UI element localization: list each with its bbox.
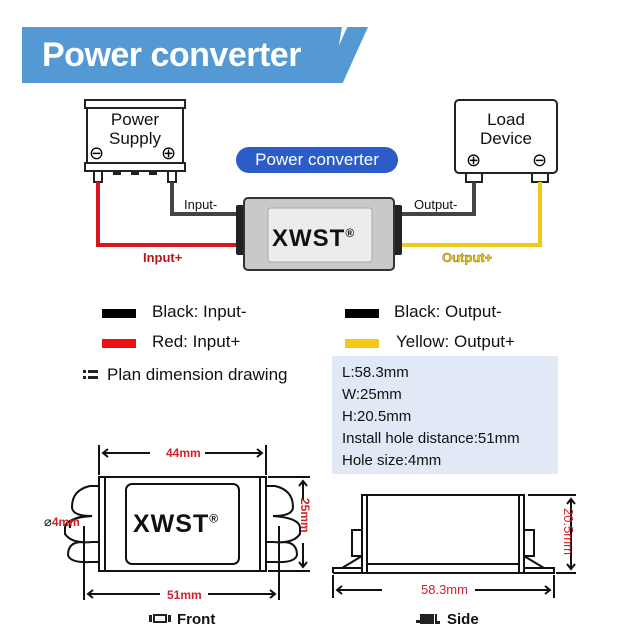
front-caption: Front	[177, 611, 216, 628]
power-supply-positive-icon: ⊕	[161, 143, 177, 163]
spec-hole-size: Hole size:4mm	[342, 452, 442, 469]
side-view-icon	[416, 614, 440, 624]
front-brand-text: XWST	[133, 510, 210, 538]
legend-swatch-yellow-output	[345, 339, 379, 348]
spec-install-hole-distance: Install hole distance:51mm	[342, 430, 520, 447]
input-plus-wire	[96, 182, 240, 247]
input-plus-label: Input+	[143, 250, 183, 265]
side-length-label: 58.3mm	[421, 582, 468, 597]
converter-brand-text: XWST	[272, 225, 346, 252]
output-plus-label: Output+	[442, 250, 493, 265]
side-caption: Side	[447, 611, 479, 628]
spec-length: L:58.3mm	[342, 364, 409, 381]
power-supply-label-line2: Supply	[109, 129, 161, 148]
power-supply-label: Power Supply	[87, 110, 183, 148]
front-width-top-label: 44mm	[166, 446, 201, 460]
legend-red-input: Red: Input+	[152, 332, 241, 351]
hole-diameter-label: ⌀4mm	[44, 514, 80, 530]
load-device-label: Load Device	[455, 110, 557, 148]
converter-brand: XWST®	[272, 225, 355, 253]
front-registered-mark: ®	[209, 511, 220, 526]
legend-swatch-black-output	[345, 309, 379, 318]
load-device-box	[454, 99, 558, 183]
plan-icon	[83, 369, 99, 381]
output-minus-wire	[402, 182, 476, 216]
converter-module	[236, 197, 402, 271]
power-supply-box	[84, 99, 186, 183]
output-plus-wire	[402, 182, 542, 247]
registered-mark: ®	[345, 226, 356, 240]
input-minus-label: Input-	[184, 197, 218, 212]
front-width-bottom-label: 51mm	[167, 588, 202, 602]
front-brand: XWST®	[133, 510, 219, 539]
spec-width: W:25mm	[342, 386, 402, 403]
load-device-label-line1: Load	[487, 110, 525, 129]
spec-height: H:20.5mm	[342, 408, 412, 425]
load-device-negative-icon: ⊖	[532, 150, 548, 170]
wiring-diagram	[84, 99, 558, 271]
power-supply-negative-icon: ⊖	[89, 143, 105, 163]
spec-box	[332, 356, 558, 474]
legend-black-output: Black: Output-	[394, 302, 502, 321]
legend-swatch-black-input	[102, 309, 136, 318]
output-minus-label: Output-	[414, 197, 458, 212]
load-device-label-line2: Device	[480, 129, 532, 148]
banner-title: Power converter	[42, 36, 301, 74]
power-converter-pill: Power converter	[236, 147, 398, 173]
side-view-drawing	[332, 494, 576, 598]
title-banner	[22, 27, 342, 83]
front-height-label: 25mm	[298, 498, 312, 533]
power-supply-label-line1: Power	[110, 110, 160, 129]
legend-swatch-red-input	[102, 339, 136, 348]
side-height-label: 20.5mm	[561, 508, 576, 555]
legend-yellow-output: Yellow: Output+	[396, 332, 515, 351]
legend-black-input: Black: Input-	[152, 302, 247, 321]
diameter-icon: ⌀	[44, 514, 52, 529]
input-minus-wire	[170, 182, 240, 216]
load-device-positive-icon: ⊕	[466, 150, 482, 170]
hole-diameter-value: 4mm	[51, 515, 80, 529]
front-view-icon	[149, 614, 171, 623]
plan-dimension-title: Plan dimension drawing	[107, 365, 288, 384]
front-view-drawing	[64, 445, 310, 600]
